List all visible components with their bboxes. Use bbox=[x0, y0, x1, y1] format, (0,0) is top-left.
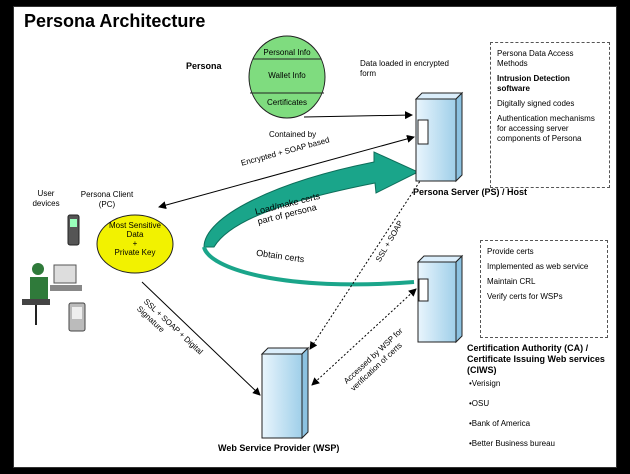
client-ellipse-text: Most Sensitive Data + Private Key bbox=[100, 221, 170, 257]
ps-feature-authentication: Authentication mechanisms for accessing … bbox=[497, 114, 595, 143]
slide: Persona Architecture Persona Personal In… bbox=[13, 6, 617, 468]
ca-feature-crl: Maintain CRL bbox=[487, 277, 536, 286]
wallet-info-section: Wallet Info bbox=[268, 71, 306, 80]
ca-feature-web-service: Implemented as web service bbox=[487, 262, 589, 271]
ca-label: Certification Authority (CA) / Certifica… bbox=[467, 343, 605, 375]
ps-feature-signed-codes: Digitally signed codes bbox=[497, 99, 575, 108]
persona-label: Persona bbox=[186, 61, 222, 71]
ssl-soap-signature-arrow bbox=[141, 281, 261, 396]
ca-feature-provide: Provide certs bbox=[487, 247, 534, 256]
client-line-2: + bbox=[132, 239, 138, 248]
persona-server-box bbox=[414, 91, 464, 183]
encrypted-soap-arrow bbox=[158, 134, 415, 210]
ps-features-box: Persona Data Access Methods Intrusion De… bbox=[490, 42, 610, 188]
user-at-desk-icon bbox=[22, 263, 82, 325]
personal-info-section: Personal Info bbox=[263, 48, 311, 57]
ps-label: Persona Server (PS) / Host bbox=[413, 187, 528, 197]
persona-client-label: Persona Client (PC) bbox=[80, 190, 134, 209]
ca-feature-verify: Verify certs for WSPs bbox=[487, 292, 563, 301]
page-title: Persona Architecture bbox=[24, 11, 206, 31]
user-devices-label: User devices bbox=[32, 189, 60, 208]
ca-item-bbb: •Better Business bureau bbox=[469, 439, 555, 448]
ca-features-box: Provide certs Implemented as web service… bbox=[480, 240, 608, 338]
wsp-label: Web Service Provider (WSP) bbox=[218, 443, 340, 453]
ps-feature-access-methods: Persona Data Access Methods bbox=[497, 49, 574, 68]
pda-icon bbox=[68, 302, 86, 332]
ca-item-boa: •Bank of America bbox=[469, 419, 531, 428]
mobile-phone-icon bbox=[67, 214, 80, 246]
persona-sphere bbox=[248, 35, 326, 119]
client-ellipse bbox=[96, 214, 174, 274]
obtain-certs-arrow bbox=[202, 246, 415, 287]
client-line-1: Most Sensitive Data bbox=[108, 221, 162, 239]
client-line-3: Private Key bbox=[114, 248, 156, 257]
ca-server-box bbox=[416, 254, 464, 344]
accessed-arrow bbox=[311, 288, 417, 386]
ca-list: •Verisign •OSU •Bank of America •Better … bbox=[469, 379, 555, 449]
diagram-canvas bbox=[22, 35, 464, 440]
ca-item-osu: •OSU bbox=[469, 399, 490, 408]
contained-arrow bbox=[303, 111, 413, 120]
contained-by-label: Contained by bbox=[269, 130, 317, 139]
wsp-server-box bbox=[260, 346, 310, 440]
data-loaded-label: Data loaded in encrypted form bbox=[360, 59, 449, 78]
ps-feature-intrusion-detection: Intrusion Detection software bbox=[497, 74, 570, 93]
certificates-section: Certificates bbox=[266, 98, 307, 107]
ca-item-verisign: •Verisign bbox=[469, 379, 501, 388]
